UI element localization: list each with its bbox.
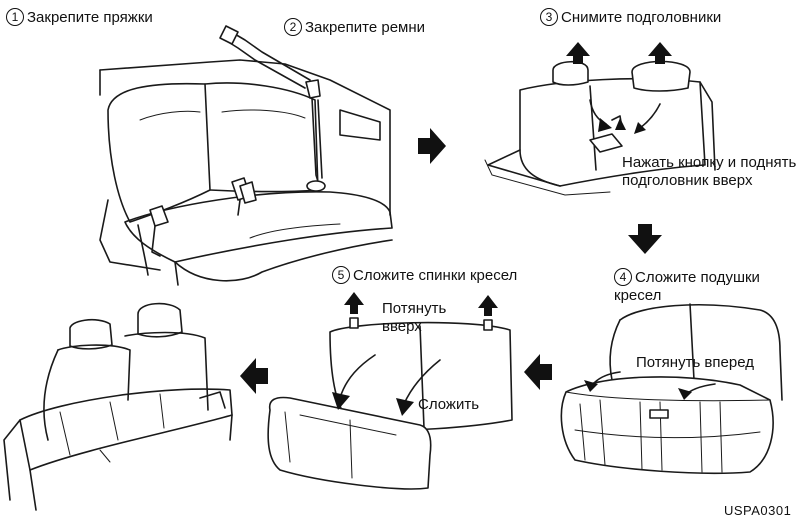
seatback-folding-illustration xyxy=(267,292,513,490)
arrow-up-icon xyxy=(478,295,498,316)
cushion-folding-illustration xyxy=(560,303,783,475)
step-3-text: Снимите подголовники xyxy=(561,9,722,26)
headrest-removal-illustration xyxy=(484,42,716,196)
arrow-right-icon xyxy=(418,128,446,164)
step-5-number: 5 xyxy=(332,266,350,284)
step-1-text: Закрепите пряжки xyxy=(27,9,153,26)
folded-seats-illustration xyxy=(3,302,233,511)
step-2-number: 2 xyxy=(284,18,302,36)
step-4-number: 4 xyxy=(614,268,632,286)
arrow-up-icon xyxy=(648,42,672,64)
press-button-note: Нажать кнопку и поднять подголовник ввер… xyxy=(622,154,797,189)
arrow-left-icon xyxy=(240,358,268,394)
step-2-text: Закрепите ремни xyxy=(305,19,426,36)
figure-code: USPA0301 xyxy=(724,503,792,518)
fold-note: Сложить xyxy=(418,396,480,413)
arrow-down-icon xyxy=(628,224,662,254)
arrow-left-icon xyxy=(524,354,552,390)
step-4-text: Сложите подушки кресел xyxy=(614,269,760,304)
pull-forward-note: Потянуть вперед xyxy=(636,354,754,371)
step-5-text: Сложите спинки кресел xyxy=(353,267,518,284)
arrow-up-icon xyxy=(566,42,590,64)
rear-seat-illustration xyxy=(99,25,393,286)
step-1-number: 1 xyxy=(6,8,24,26)
step-3-number: 3 xyxy=(540,8,558,26)
arrow-up-icon xyxy=(344,292,364,314)
pull-up-note: Потянуть вверх xyxy=(382,300,447,335)
